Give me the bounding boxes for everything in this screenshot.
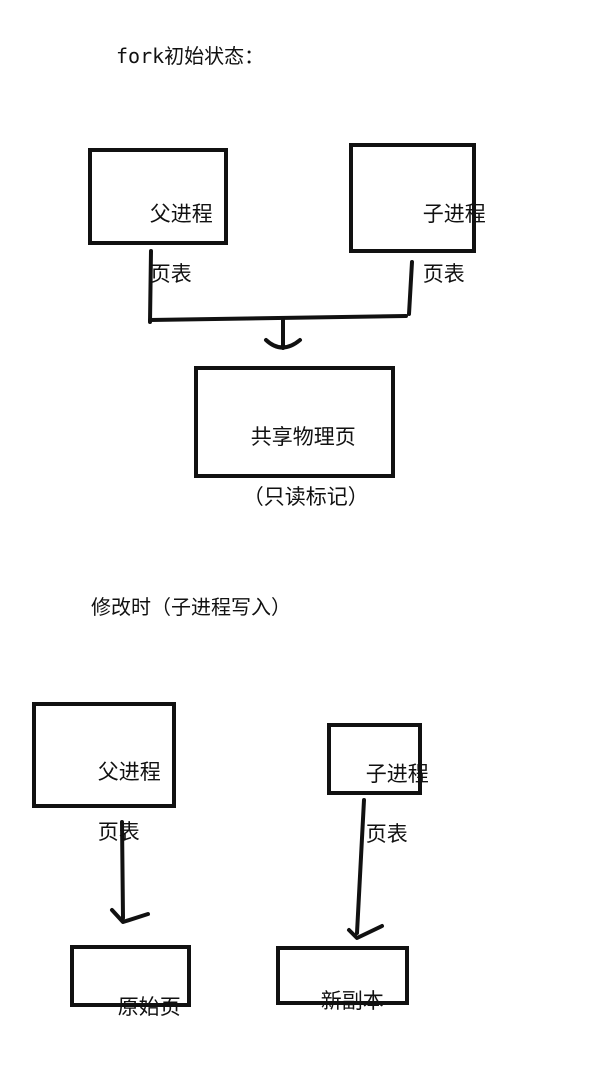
original-page-box: 原始页 bbox=[70, 945, 191, 1019]
section-initial-title: fork初始状态： bbox=[116, 44, 265, 68]
original-page-arrowhead bbox=[110, 908, 150, 924]
shared-physical-page-line1: 共享物理页 bbox=[250, 425, 356, 449]
new-copy-box: 新副本 bbox=[276, 946, 409, 1013]
modify-parent-page-table-line1: 父进程 bbox=[97, 760, 161, 784]
new-copy-label: 新副本 bbox=[320, 989, 384, 1013]
child-to-newcopy-connector bbox=[355, 798, 366, 935]
modify-child-page-table-line2: 页表 bbox=[365, 822, 408, 846]
modify-parent-page-table-line2: 页表 bbox=[97, 820, 140, 844]
child-page-table-box: 子进程 页表 bbox=[349, 143, 486, 286]
parent-page-table-line1: 父进程 bbox=[149, 202, 213, 226]
modify-parent-page-table-box: 父进程 页表 bbox=[32, 702, 176, 844]
newcopy-arrowhead bbox=[347, 924, 384, 940]
parent-page-table-box: 父进程 页表 bbox=[88, 148, 228, 286]
shared-physical-page-line2: （只读标记） bbox=[242, 485, 369, 509]
shared-physical-page-box: 共享物理页 （只读标记） bbox=[194, 366, 395, 509]
original-page-label: 原始页 bbox=[117, 995, 181, 1019]
child-table-connector bbox=[407, 260, 414, 316]
child-page-table-line1: 子进程 bbox=[422, 202, 486, 226]
parent-page-table-line2: 页表 bbox=[149, 262, 192, 286]
merge-connector bbox=[148, 314, 408, 322]
section-modify-title: 修改时（子进程写入） bbox=[91, 595, 291, 619]
modify-child-page-table-line1: 子进程 bbox=[365, 762, 429, 786]
shared-page-arrowhead bbox=[264, 338, 302, 350]
modify-child-page-table-box: 子进程 页表 bbox=[327, 723, 429, 846]
parent-to-original-connector bbox=[120, 820, 125, 920]
parent-table-connector bbox=[148, 249, 153, 324]
child-page-table-line2: 页表 bbox=[422, 262, 465, 286]
